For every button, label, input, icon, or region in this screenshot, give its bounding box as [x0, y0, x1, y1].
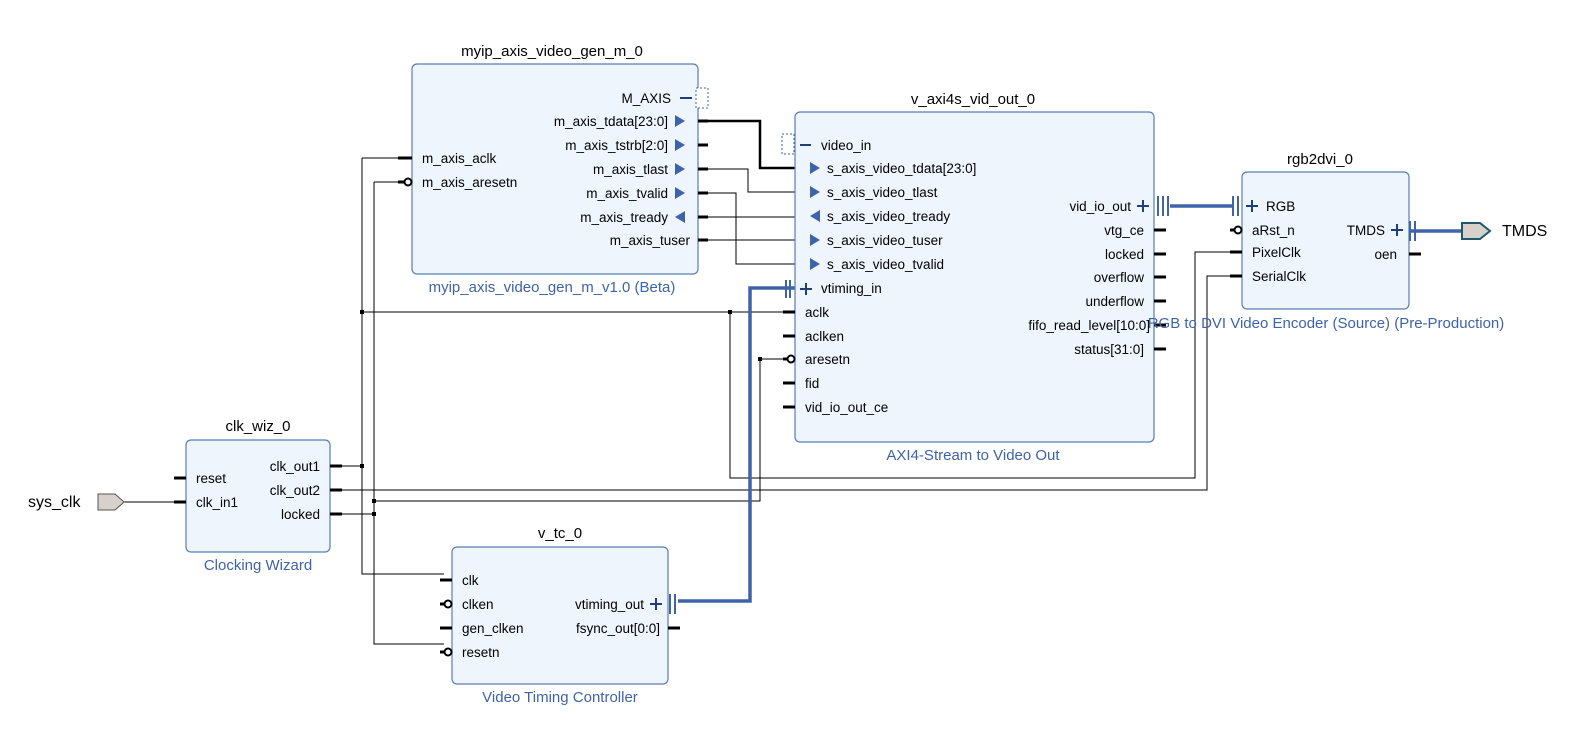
pin-s-axis-video-tvalid: s_axis_video_tvalid — [827, 257, 944, 272]
tmds-port-label: TMDS — [1502, 223, 1547, 240]
pin-arst-n: aRst_n — [1252, 223, 1295, 238]
external-port-tmds[interactable]: TMDS — [1461, 222, 1547, 240]
net-locked[interactable] — [330, 181, 795, 645]
pin-s-axis-video-tuser: s_axis_video_tuser — [827, 233, 943, 248]
net-tlast[interactable] — [704, 168, 795, 193]
pin-vid-io-out: vid_io_out — [1069, 199, 1131, 214]
active-low-icon — [443, 647, 453, 657]
active-low-icon — [1233, 225, 1243, 235]
active-low-icon — [403, 177, 413, 187]
block-clk-wiz[interactable]: clk_wiz_0 Clocking Wizard reset clk_in1 … — [174, 418, 342, 574]
pin-vid-io-out-ce: vid_io_out_ce — [805, 400, 888, 415]
pin-pixelclk: PixelClk — [1252, 245, 1301, 260]
block-description: Video Timing Controller — [482, 689, 638, 706]
block-instance-name: clk_wiz_0 — [225, 418, 290, 435]
input-arrow-icon — [675, 211, 685, 223]
pin-clk: clk — [462, 573, 479, 588]
pin-locked: locked — [281, 507, 320, 522]
block-body[interactable] — [1241, 171, 1410, 310]
pin-m-axis: M_AXIS — [621, 91, 671, 106]
input-arrow-icon — [810, 186, 820, 198]
pin-status: status[31:0] — [1074, 342, 1144, 357]
block-instance-name: myip_axis_video_gen_m_0 — [461, 43, 643, 60]
pin-m-axis-aresetn: m_axis_aresetn — [422, 175, 517, 190]
pin-fsync-out: fsync_out[0:0] — [576, 621, 660, 636]
output-arrow-icon — [675, 115, 685, 127]
pin-s-axis-video-tlast: s_axis_video_tlast — [827, 185, 938, 200]
pin-vtiming-in: vtiming_in — [821, 281, 882, 296]
pin-m-axis-tlast: m_axis_tlast — [593, 162, 668, 177]
pin-oen: oen — [1374, 247, 1397, 262]
pin-reset: reset — [196, 471, 226, 486]
pin-locked: locked — [1105, 247, 1144, 262]
pin-overflow: overflow — [1094, 270, 1145, 285]
pin-vtg-ce: vtg_ce — [1104, 223, 1144, 238]
pin-clken: clken — [462, 597, 494, 612]
pin-m-axis-tvalid: m_axis_tvalid — [586, 186, 668, 201]
pin-fifo-read-level: fifo_read_level[10:0] — [1028, 318, 1150, 333]
bus-interface-icon — [695, 87, 709, 109]
pin-s-axis-video-tdata: s_axis_video_tdata[23:0] — [827, 161, 976, 176]
pin-m-axis-tdata: m_axis_tdata[23:0] — [554, 114, 668, 129]
pin-clk-out1: clk_out1 — [270, 459, 320, 474]
output-arrow-icon — [810, 210, 820, 222]
net-tdata[interactable] — [704, 119, 795, 170]
net-tvalid[interactable] — [704, 192, 795, 265]
pin-rgb: RGB — [1266, 199, 1295, 214]
output-arrow-icon — [675, 139, 685, 151]
block-instance-name: rgb2dvi_0 — [1287, 151, 1353, 168]
pin-s-axis-video-tready: s_axis_video_tready — [827, 209, 950, 224]
block-body[interactable] — [185, 439, 331, 553]
external-port-sys-clk[interactable]: sys_clk — [28, 493, 125, 511]
pin-aclken: aclken — [805, 329, 844, 344]
pin-m-axis-tstrb: m_axis_tstrb[2:0] — [565, 138, 668, 153]
pin-resetn: resetn — [462, 645, 500, 660]
output-arrow-icon — [675, 187, 685, 199]
block-description: myip_axis_video_gen_m_v1.0 (Beta) — [429, 279, 676, 296]
block-myip-axis-video-gen[interactable]: myip_axis_video_gen_m_0 myip_axis_video_… — [398, 43, 709, 296]
input-port-icon — [97, 493, 125, 511]
input-arrow-icon — [810, 234, 820, 246]
block-instance-name: v_axi4s_vid_out_0 — [911, 91, 1035, 108]
net-clk-out1[interactable] — [330, 157, 1232, 575]
pin-underflow: underflow — [1085, 294, 1144, 309]
pin-m-axis-tready: m_axis_tready — [580, 210, 668, 225]
block-v-tc[interactable]: v_tc_0 Video Timing Controller clk clken… — [440, 525, 680, 706]
block-body[interactable] — [451, 546, 669, 685]
block-description: RGB to DVI Video Encoder (Source) (Pre-P… — [1148, 315, 1505, 332]
input-arrow-icon — [810, 258, 820, 270]
sys-clk-label: sys_clk — [28, 494, 81, 511]
bus-interface-icon — [781, 133, 795, 155]
nets — [124, 119, 1232, 645]
net-clk-out2[interactable] — [330, 275, 1232, 491]
block-instance-name: v_tc_0 — [538, 525, 582, 542]
active-low-icon — [786, 354, 796, 364]
output-arrow-icon — [675, 163, 685, 175]
pin-tmds: TMDS — [1347, 223, 1385, 238]
pin-fid: fid — [805, 376, 819, 391]
active-low-icon — [443, 599, 453, 609]
pin-clk-in1: clk_in1 — [196, 495, 238, 510]
block-description: AXI4-Stream to Video Out — [886, 447, 1060, 464]
pin-serialclk: SerialClk — [1252, 269, 1306, 284]
net-vtiming[interactable] — [678, 286, 795, 603]
pin-aclk: aclk — [805, 305, 829, 320]
output-port-icon — [1461, 222, 1492, 240]
block-v-axi4s-vid-out[interactable]: v_axi4s_vid_out_0 AXI4-Stream to Video O… — [781, 91, 1169, 464]
block-rgb2dvi[interactable]: rgb2dvi_0 RGB aRst_n PixelClk SerialClk … — [1148, 151, 1505, 332]
pin-gen-clken: gen_clken — [462, 621, 524, 636]
pin-vtiming-out: vtiming_out — [575, 597, 644, 612]
block-description: Clocking Wizard — [204, 557, 312, 574]
pin-m-axis-tuser: m_axis_tuser — [610, 233, 691, 248]
input-arrow-icon — [810, 162, 820, 174]
pin-clk-out2: clk_out2 — [270, 483, 320, 498]
pin-m-axis-aclk: m_axis_aclk — [422, 151, 497, 166]
pin-video-in: video_in — [821, 138, 871, 153]
pin-aresetn: aresetn — [805, 352, 850, 367]
bus-nets — [678, 204, 1462, 603]
